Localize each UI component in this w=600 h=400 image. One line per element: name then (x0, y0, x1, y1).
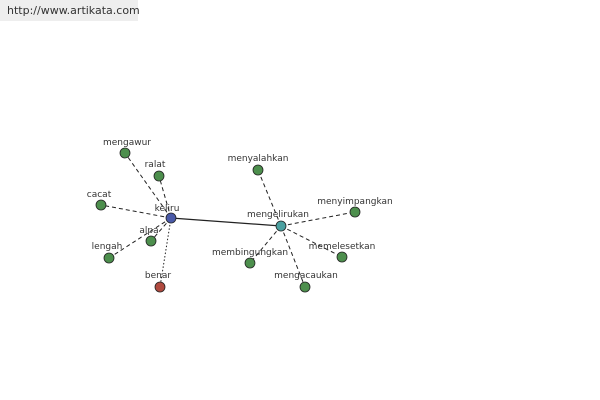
edge-keliru-mengelirukan (170, 217, 282, 227)
node-label-mengelirukan[interactable]: mengelirukan (247, 210, 309, 220)
node-membingungkan[interactable] (244, 257, 256, 269)
edge-mengelirukan-memelesetkan (280, 225, 343, 258)
node-label-cacat[interactable]: cacat (87, 190, 112, 200)
node-label-keliru[interactable]: keliru (155, 204, 180, 214)
node-lengah[interactable] (103, 252, 115, 264)
node-keliru[interactable] (165, 212, 177, 224)
labels-layer: keliru mengelirukan mengawur ralat cacat leng… (87, 138, 393, 281)
edge-keliru-ralat (158, 175, 172, 219)
edge-keliru-alpa (150, 217, 172, 242)
node-mengacaukan[interactable] (299, 281, 311, 293)
node-menyimpangkan[interactable] (349, 206, 361, 218)
node-menyalahkan[interactable] (252, 164, 264, 176)
node-label-alpa[interactable]: alpa (139, 226, 158, 236)
node-label-mengawur[interactable]: mengawur (103, 138, 151, 148)
node-label-menyalahkan[interactable]: menyalahkan (228, 154, 289, 164)
node-label-ralat[interactable]: ralat (145, 160, 166, 170)
node-alpa[interactable] (145, 235, 157, 247)
nodes-layer (95, 147, 361, 293)
node-label-membingungkan[interactable]: membingungkan (212, 248, 288, 258)
edge-mengelirukan-menyalahkan (257, 169, 282, 227)
node-mengawur[interactable] (119, 147, 131, 159)
node-label-mengacaukan[interactable]: mengacaukan (274, 271, 338, 281)
node-label-menyimpangkan[interactable]: menyimpangkan (317, 197, 393, 207)
node-benar[interactable] (154, 281, 166, 293)
edge-mengelirukan-membingungkan (249, 225, 282, 264)
node-label-memelesetkan[interactable]: memelesetkan (309, 242, 376, 252)
node-memelesetkan[interactable] (336, 251, 348, 263)
edge-mengelirukan-mengacaukan (280, 225, 306, 288)
edge-keliru-lengah (108, 217, 172, 259)
node-mengelirukan[interactable] (275, 220, 287, 232)
url-text[interactable]: http://www.artikata.com (7, 4, 140, 17)
edge-keliru-mengawur (124, 152, 172, 219)
edge-keliru-cacat (100, 204, 172, 219)
edge-mengelirukan-menyimpangkan (280, 211, 356, 227)
node-label-lengah[interactable]: lengah (92, 242, 123, 252)
edges-layer (100, 152, 356, 288)
node-label-benar[interactable]: benar (145, 271, 171, 281)
edge-keliru-benar (159, 217, 172, 288)
url-banner: http://www.artikata.com (0, 0, 140, 21)
node-cacat[interactable] (95, 199, 107, 211)
node-ralat[interactable] (153, 170, 165, 182)
